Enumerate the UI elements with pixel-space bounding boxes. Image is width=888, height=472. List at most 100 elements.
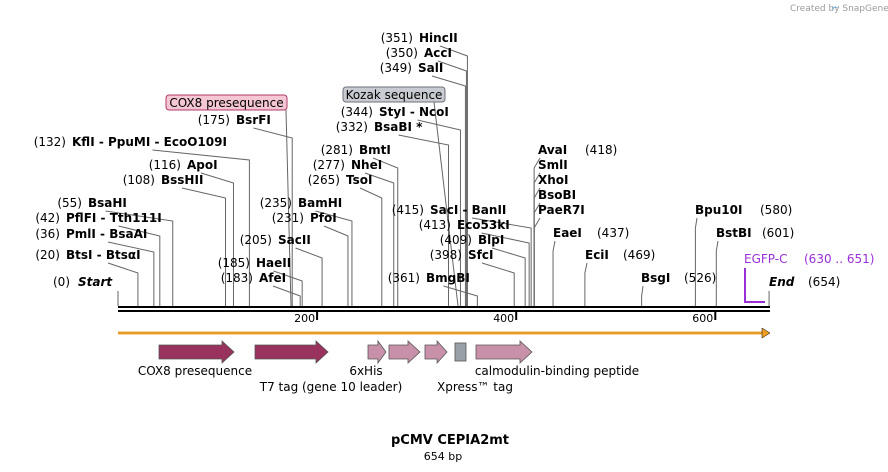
enzyme-site-bstbi[interactable]: BstBI(601) [716, 226, 794, 240]
callout-leader [285, 109, 292, 307]
enzyme-site-avai[interactable]: AvaI(418) [538, 143, 617, 157]
enzyme-site-bmti[interactable]: BmtI(281) [321, 143, 391, 157]
enzyme-site-bsahi[interactable]: BsaHI(55) [57, 196, 127, 210]
feature-unnamed-5[interactable] [454, 342, 467, 362]
enzyme-site-sfci[interactable]: SfcI(398) [430, 248, 494, 262]
egfp-c-range: (630 .. 651) [804, 252, 874, 266]
enzyme-name: PmlI - BsaAI [66, 227, 147, 241]
leader-line [272, 285, 301, 306]
enzyme-site-bpu10i[interactable]: Bpu10I(580) [695, 203, 792, 217]
leader-line [439, 45, 468, 306]
feature-label: COX8 presequence [138, 364, 252, 378]
enzyme-site-saci-banii[interactable]: SacI - BanII (415) [392, 203, 507, 217]
enzyme-site-apoi[interactable]: ApoI (116) [149, 158, 218, 172]
enzyme-site-tsoi[interactable]: TsoI(265) [308, 173, 373, 187]
enzyme-name: Bpu10I [695, 203, 742, 217]
feature-calmodulin-binding-peptide[interactable]: calmodulin-binding peptide [475, 340, 639, 378]
feature-callouts: COX8 presequence Kozak sequence [165, 86, 446, 111]
enzyme-site-bmgbi[interactable]: BmgBI(361) [388, 271, 470, 285]
enzyme-site-bsobi[interactable]: BsoBI [538, 188, 576, 202]
enzyme-position: (361) [388, 271, 420, 285]
enzyme-position: (350) [386, 46, 418, 60]
enzyme-site-eaei[interactable]: EaeI(437) [553, 226, 629, 240]
enzyme-name: SacI - BanII [430, 203, 506, 217]
leader-line [715, 240, 719, 306]
feature-cox8-presequence[interactable]: COX8 presequence [138, 340, 252, 378]
enzyme-site-smli[interactable]: SmlI [538, 158, 568, 172]
feature-t7-tag-gene-10-leader-[interactable]: T7 tag (gene 10 leader) [254, 340, 403, 394]
feature-xpress-tag[interactable]: Xpress™ tag [424, 339, 513, 394]
enzyme-site-bsshii[interactable]: BssHII(108) [123, 173, 204, 187]
enzyme-site-btsi-bts-i[interactable]: BtsI - BtsαI(20) [35, 248, 140, 262]
marker-start: (0)Start [53, 275, 113, 289]
leader-line [200, 172, 234, 306]
enzyme-site-blpi[interactable]: BlpI(409) [440, 233, 505, 247]
leader-line [471, 217, 532, 306]
feature-arrow [158, 340, 235, 364]
enzyme-position: (42) [35, 211, 60, 225]
leader-line [107, 262, 139, 306]
callout-leader [433, 101, 459, 307]
leader-line [694, 217, 698, 306]
enzyme-name: ApoI [187, 158, 218, 172]
enzyme-site-bsgi[interactable]: BsgI(526) [641, 271, 716, 285]
enzyme-position: (281) [321, 143, 353, 157]
enzyme-name: BtsI - BtsαI [66, 248, 141, 262]
enzyme-site-bamhi[interactable]: BamHI(235) [260, 196, 343, 210]
enzyme-site-paer7i[interactable]: PaeR7I [538, 203, 585, 217]
enzyme-name: BssHII [161, 173, 203, 187]
enzyme-site-styi-ncoi[interactable]: StyI - NcoI(344) [341, 105, 449, 119]
feature-unnamed-3[interactable] [388, 340, 421, 364]
enzyme-site-hincii[interactable]: HincII(351) [381, 31, 458, 45]
enzyme-labels: BtsI - BtsαI(20) PmlI - BsaAI(36) PflFI - … [34, 31, 795, 285]
enzyme-site-pflfi-tth111i[interactable]: PflFI - Tth111I(42) [35, 211, 161, 225]
feature-arrow [475, 340, 533, 364]
enzyme-site-pfoi[interactable]: PfoI(231) [272, 211, 337, 225]
callout-cox8-presequence[interactable]: COX8 presequence [165, 94, 288, 111]
feature-6xhis[interactable]: 6xHis [349, 339, 387, 378]
enzyme-position: (185) [218, 256, 250, 270]
enzyme-site-xhoi[interactable]: XhoI [538, 173, 569, 187]
feature-label: 6xHis [349, 364, 382, 378]
enzyme-position: (349) [380, 61, 412, 75]
egfp-c-label: EGFP-C [744, 252, 787, 266]
sequence-length: 654 bp [424, 450, 462, 463]
leader-line [552, 240, 556, 306]
callout-kozak-sequence[interactable]: Kozak sequence [342, 86, 446, 103]
enzyme-site-bsabi-[interactable]: BsaBI *(332) [336, 120, 423, 134]
enzyme-position: (344) [341, 105, 373, 119]
leader-line [107, 241, 155, 306]
enzyme-site-eco53ki[interactable]: Eco53kI(413) [419, 218, 510, 232]
enzyme-position: (183) [221, 271, 253, 285]
enzyme-position: (231) [272, 211, 304, 225]
leader-line [417, 119, 461, 306]
enzyme-name: HincII [419, 31, 458, 45]
feature-label: T7 tag (gene 10 leader) [259, 380, 403, 394]
enzyme-site-sali[interactable]: SalI(349) [380, 61, 444, 75]
leader-line [295, 247, 323, 306]
enzyme-site-acci[interactable]: AccI(350) [386, 46, 452, 60]
leader-line [372, 157, 399, 306]
enzyme-site-nhei[interactable]: NheI(277) [313, 158, 382, 172]
enzyme-position: (205) [240, 233, 272, 247]
enzyme-position: (116) [149, 158, 181, 172]
leader-line [364, 172, 395, 306]
enzyme-site-pmli-bsaai[interactable]: PmlI - BsaAI(36) [35, 227, 147, 241]
enzyme-position: (132) [34, 135, 66, 149]
enzyme-name: EciI [585, 248, 609, 262]
enzyme-name: KflI - PpuMI - EcoO109I [72, 135, 227, 149]
enzyme-name: XhoI [538, 173, 569, 187]
enzyme-site-haeii[interactable]: HaeII(185) [218, 256, 292, 270]
axis-tick-label-400: 400 [493, 312, 514, 325]
enzyme-site-sacii[interactable]: SacII(205) [240, 233, 311, 247]
enzyme-name: BsgI [641, 271, 670, 285]
enzyme-position: (415) [392, 203, 424, 217]
enzyme-site-bsrfi[interactable]: BsrFI(175) [198, 113, 271, 127]
enzyme-position: (409) [440, 233, 472, 247]
enzyme-site-kfli-ppumi-ecoo109i[interactable]: KflI - PpuMI - EcoO109I (132) [34, 135, 227, 149]
enzyme-site-ecii[interactable]: EciI(469) [585, 248, 655, 262]
feature-arrow [367, 339, 387, 365]
enzyme-site-afei[interactable]: AfeI(183) [221, 271, 286, 285]
